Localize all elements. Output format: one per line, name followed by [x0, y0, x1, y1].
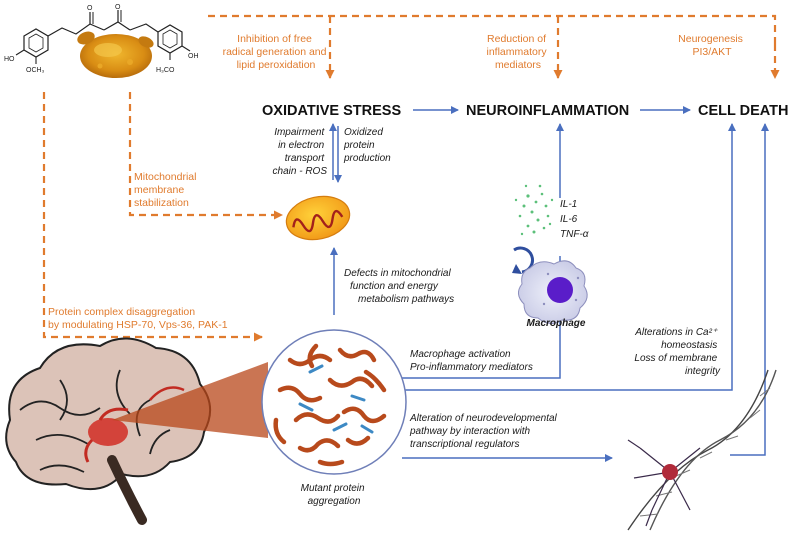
mitochondrion-icon: [285, 195, 351, 241]
macrophage-icon: [518, 260, 588, 324]
curcumin-structure: [15, 10, 191, 64]
reduction-label: Reduction of inflammatory mediators: [486, 33, 549, 71]
neuron-dna-icon: [627, 369, 777, 531]
chem-h3co: H₃CO: [156, 67, 175, 74]
chem-oh-right: OH: [188, 53, 199, 60]
oxidized-protein-label: Oxidized protein production: [343, 127, 391, 164]
mitochondrial-defects-label: Defects in mitochondrial function and en…: [344, 268, 454, 305]
pathway-arrows: [329, 106, 769, 462]
neurodevelopmental-label: Alteration of neurodevelopmental pathway…: [409, 413, 560, 450]
turmeric-powder-image: [77, 31, 154, 78]
chem-carbonyl-o1: O: [87, 5, 93, 12]
protein-aggregate-icon: [261, 329, 407, 475]
mitochondrial-stabilization-label: Mitochondrial membrane stabilization: [134, 171, 199, 209]
oxidative-stress-heading: OXIDATIVE STRESS: [262, 103, 401, 119]
macrophage-label: Macrophage: [527, 318, 586, 329]
protein-complex-label: Protein complex disaggregation by modula…: [48, 306, 228, 331]
zoom-wedge: [112, 362, 268, 438]
neurogenesis-label: Neurogenesis PI3/AKT: [678, 33, 746, 58]
brain-icon: [5, 337, 211, 525]
inhibition-label: Inhibition of free radical generation an…: [223, 33, 330, 71]
chem-och3: OCH₃: [26, 67, 45, 74]
calcium-alterations-label: Alterations in Ca²⁺ homeostasis Loss of …: [634, 327, 721, 377]
neuroinflammation-heading: NEUROINFLAMMATION: [466, 103, 629, 119]
chem-ho-left: HO: [4, 56, 15, 63]
cell-death-heading: CELL DEATH: [698, 103, 789, 119]
macrophage-activation-label: Macrophage activation Pro-inflammatory m…: [410, 349, 533, 373]
curcumin-action-lines: [42, 14, 780, 342]
chem-carbonyl-o2: O: [115, 4, 121, 11]
cytokine-list: IL-1 IL-6 TNF-α: [560, 199, 589, 240]
cytokine-dots: [514, 184, 554, 236]
cycle-arrowhead-icon: [512, 264, 522, 274]
mutant-protein-label: Mutant protein aggregation: [301, 483, 368, 507]
impairment-label: Impairment in electron transport chain -…: [273, 127, 328, 177]
